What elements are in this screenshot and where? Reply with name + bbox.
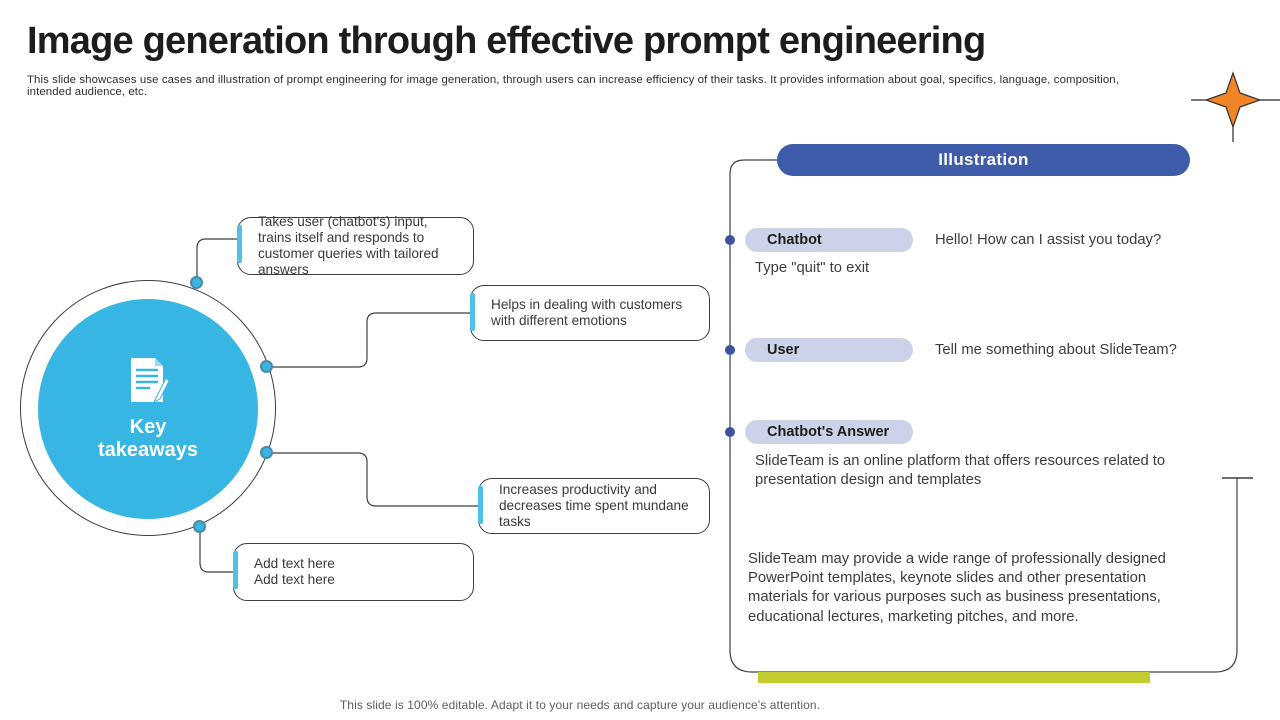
- takeaway-text-3: Increases productivity and decreases tim…: [499, 481, 689, 530]
- takeaway-box-3: Increases productivity and decreases tim…: [478, 478, 710, 534]
- user-message: Tell me something about SlideTeam?: [935, 342, 1177, 358]
- takeaway-box-4: Add text here Add text here: [233, 543, 474, 601]
- takeaway-box-2: Helps in dealing with customers with dif…: [470, 285, 710, 341]
- highlight-bar: [758, 672, 1150, 683]
- ring-dot-bottom: [193, 520, 206, 533]
- accent-bar: [478, 486, 483, 524]
- four-point-star-icon: [1191, 71, 1280, 142]
- illustration-paragraph: SlideTeam may provide a wide range of pr…: [748, 551, 1166, 625]
- illustration-header: Illustration: [777, 144, 1190, 176]
- footer-note: This slide is 100% editable. Adapt it to…: [339, 698, 821, 712]
- accent-bar: [470, 293, 475, 331]
- ring-dot-right-upper: [260, 360, 273, 373]
- user-label-pill: User: [745, 338, 913, 362]
- takeaway-box-1: Takes user (chatbot's) input, trains its…: [237, 213, 474, 278]
- accent-bar: [233, 551, 238, 589]
- chatbot-label-pill: Chatbot: [745, 228, 913, 252]
- takeaway-text-2: Helps in dealing with customers with dif…: [491, 296, 683, 328]
- chat-bullet-icons: [725, 235, 735, 437]
- page-subtitle: This slide showcases use cases and illus…: [27, 74, 1119, 98]
- key-takeaways-label: Key takeaways: [97, 416, 199, 461]
- chatbot-message: Hello! How can I assist you today?: [935, 232, 1162, 248]
- chatbot-note: Type "quit" to exit: [755, 260, 870, 276]
- takeaway-text-1: Takes user (chatbot's) input, trains its…: [258, 213, 439, 278]
- accent-bar: [237, 225, 242, 263]
- key-takeaways-circle: Key takeaways: [38, 299, 258, 519]
- chatbot-answer-label-pill: Chatbot's Answer: [745, 420, 913, 444]
- ring-dot-top: [190, 276, 203, 289]
- chatbot-answer-text: SlideTeam is an online platform that off…: [755, 453, 1166, 488]
- document-pencil-icon: [131, 358, 170, 404]
- ring-dot-right-lower: [260, 446, 273, 459]
- page-title: Image generation through effective promp…: [27, 20, 986, 62]
- takeaway-text-4: Add text here Add text here: [254, 555, 335, 587]
